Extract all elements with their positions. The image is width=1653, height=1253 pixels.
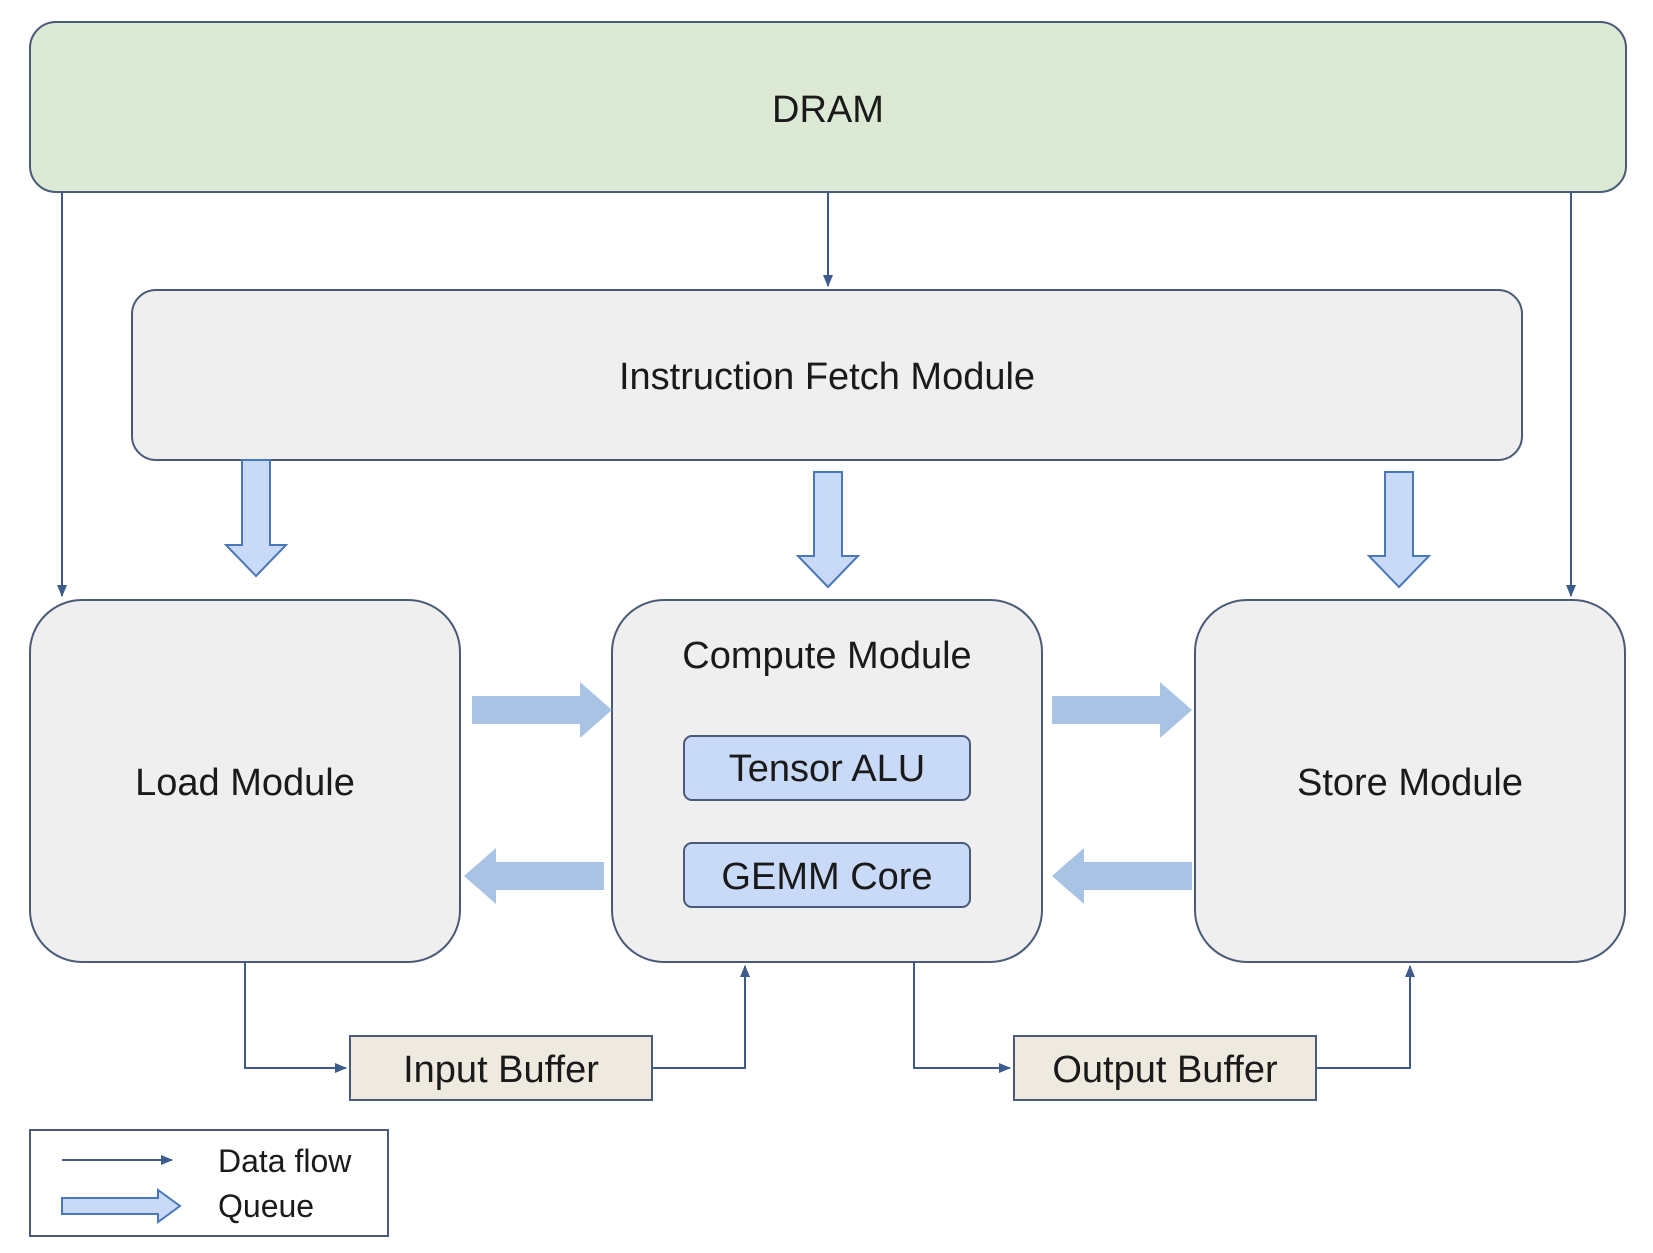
queue-compute-to-store [1052,682,1192,738]
dataflow-output-buffer-to-store [1316,965,1415,1069]
compute-module-label: Compute Module [682,635,971,677]
dram-label: DRAM [772,89,884,131]
queue-store-to-compute [1052,848,1192,904]
gemm-core-label: GEMM Core [721,856,932,898]
legend-box [29,1129,389,1237]
load-module-label: Load Module [135,762,355,804]
tensor-alu-box [683,735,971,801]
output-buffer-label: Output Buffer [1052,1049,1278,1091]
instruction-fetch-node: Instruction Fetch Module [131,289,1523,461]
queue-fetch-to-store [1366,471,1432,589]
tensor-alu-label: Tensor ALU [729,748,925,790]
queue-fetch-to-compute [795,471,861,589]
gemm-core-box [683,842,971,908]
input-buffer-label: Input Buffer [403,1049,599,1091]
load-module-node: Load Module [29,599,461,963]
instruction-fetch-label: Instruction Fetch Module [619,356,1035,398]
legend: Data flow Queue [29,1129,389,1237]
compute-module-node: Compute Module Tensor ALU GEMM Core [611,599,1043,963]
store-module-node: Store Module [1194,599,1626,963]
store-module-label: Store Module [1297,762,1523,804]
dataflow-input-buffer-to-compute [652,965,750,1069]
legend-queue-label: Queue [218,1188,314,1224]
dataflow-load-to-input-buffer [244,962,347,1073]
legend-queue-icon [61,1188,182,1224]
dataflow-compute-to-output-buffer [913,962,1011,1073]
dram-node: DRAM [29,21,1627,193]
queue-compute-to-load [464,848,604,904]
legend-data-flow-label: Data flow [218,1143,352,1179]
output-buffer-node: Output Buffer [1013,1035,1317,1101]
queue-load-to-compute [472,682,612,738]
input-buffer-node: Input Buffer [349,1035,653,1101]
queue-fetch-to-load [223,459,289,578]
